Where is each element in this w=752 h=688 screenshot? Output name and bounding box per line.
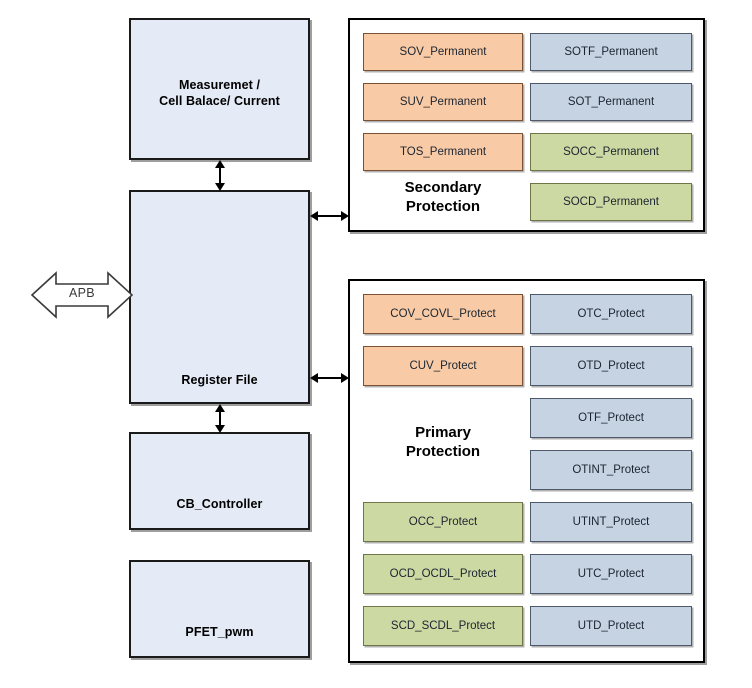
block-register-file[interactable]: Register File [129, 190, 310, 404]
cell-occ-protect[interactable]: OCC_Protect [363, 502, 523, 542]
block-measurement-label-line1: Measuremet / [178, 78, 261, 92]
group-secondary-protection[interactable]: SOV_Permanent SUV_Permanent TOS_Permanen… [348, 18, 705, 232]
cell-cov-covl-protect[interactable]: COV_COVL_Protect [363, 294, 523, 334]
cell-utc-protect[interactable]: UTC_Protect [530, 554, 692, 594]
group-secondary-protection-label: Secondary Protection [363, 178, 523, 216]
apb-bus-arrow [30, 271, 134, 319]
cell-otc-protect[interactable]: OTC_Protect [530, 294, 692, 334]
arrow-register-cb-controller [215, 404, 225, 433]
cell-ocd-ocdl-protect[interactable]: OCD_OCDL_Protect [363, 554, 523, 594]
cell-sot-permanent[interactable]: SOT_Permanent [530, 83, 692, 121]
cell-utd-protect[interactable]: UTD_Protect [530, 606, 692, 646]
group-primary-label-line2: Protection [405, 443, 481, 460]
cell-utint-protect[interactable]: UTINT_Protect [530, 502, 692, 542]
group-primary-label-line1: Primary [415, 424, 471, 441]
cell-socc-permanent[interactable]: SOCC_Permanent [530, 133, 692, 171]
block-cb-controller-label: CB_Controller [176, 497, 263, 511]
arrow-register-primary [310, 373, 349, 383]
cell-sotf-permanent[interactable]: SOTF_Permanent [530, 33, 692, 71]
block-pfet-pwm-label: PFET_pwm [185, 625, 254, 639]
cell-scd-scdl-protect[interactable]: SCD_SCDL_Protect [363, 606, 523, 646]
group-secondary-label-line2: Protection [405, 198, 481, 215]
block-register-file-label: Register File [181, 373, 258, 387]
arrow-measurement-register [215, 160, 225, 191]
cell-otd-protect[interactable]: OTD_Protect [530, 346, 692, 386]
cell-suv-permanent[interactable]: SUV_Permanent [363, 83, 523, 121]
block-pfet-pwm[interactable]: PFET_pwm [129, 560, 310, 658]
block-measurement-label-line2: Cell Balace/ Current [159, 94, 280, 108]
block-measurement[interactable]: Measuremet / Cell Balace/ Current [129, 18, 310, 160]
block-cb-controller[interactable]: CB_Controller [129, 432, 310, 530]
cell-otint-protect[interactable]: OTINT_Protect [530, 450, 692, 490]
group-secondary-label-line1: Secondary [404, 179, 482, 196]
cell-cuv-protect[interactable]: CUV_Protect [363, 346, 523, 386]
cell-otf-protect[interactable]: OTF_Protect [530, 398, 692, 438]
group-primary-protection-label: Primary Protection [363, 423, 523, 461]
cell-socd-permanent[interactable]: SOCD_Permanent [530, 183, 692, 221]
apb-bus-label: APB [69, 286, 95, 300]
arrow-register-secondary [310, 211, 349, 221]
cell-tos-permanent[interactable]: TOS_Permanent [363, 133, 523, 171]
cell-sov-permanent[interactable]: SOV_Permanent [363, 33, 523, 71]
group-primary-protection[interactable]: COV_COVL_Protect CUV_Protect OCC_Protect… [348, 279, 705, 663]
